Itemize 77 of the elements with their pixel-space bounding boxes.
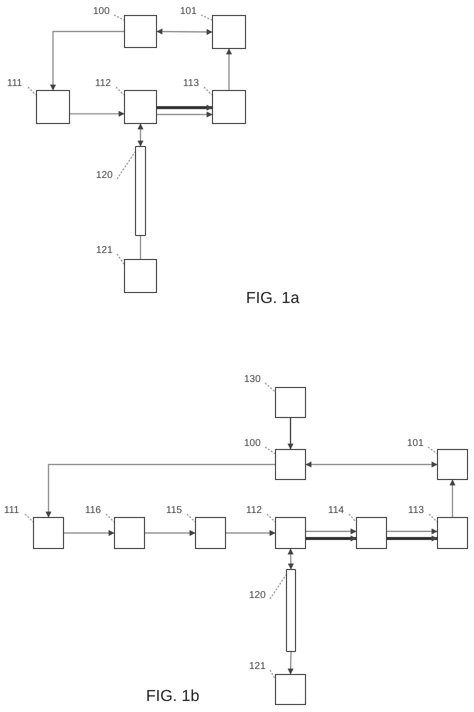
reference-number: 130 xyxy=(244,374,264,386)
reference-number: 113 xyxy=(408,505,428,517)
arrow xyxy=(50,30,124,91)
leader-line xyxy=(428,446,438,454)
reference-number: 120 xyxy=(249,590,269,602)
leader-line xyxy=(266,514,276,522)
figure-label: FIG. 1a xyxy=(246,290,300,308)
reference-number: 100 xyxy=(93,6,113,18)
reference-number: 100 xyxy=(244,438,264,450)
leader-line xyxy=(200,14,212,21)
leader-line xyxy=(186,514,196,522)
block-box xyxy=(33,517,64,549)
block-box xyxy=(124,90,157,124)
arrow xyxy=(387,535,438,542)
arrow xyxy=(157,111,213,118)
arrow xyxy=(145,530,196,536)
arrow xyxy=(70,110,125,117)
leader-line xyxy=(270,574,286,600)
block-box xyxy=(195,517,226,549)
reference-number: 111 xyxy=(7,78,27,90)
reference-number: 113 xyxy=(183,78,203,90)
leader-line xyxy=(264,446,276,454)
reference-number: 112 xyxy=(246,505,266,517)
arrow xyxy=(305,462,438,468)
arrow xyxy=(226,530,276,536)
arrow xyxy=(226,48,232,90)
reference-number: 101 xyxy=(407,438,427,450)
leader-line xyxy=(428,514,438,522)
arrow xyxy=(450,479,456,517)
leader-line xyxy=(28,86,36,96)
reference-number: 121 xyxy=(249,661,269,673)
leader-line xyxy=(348,514,356,522)
bar-element xyxy=(135,146,146,236)
arrow xyxy=(138,123,144,147)
leader-line xyxy=(116,254,124,264)
arrow xyxy=(156,28,213,35)
leader-line xyxy=(106,514,114,522)
reference-number: 115 xyxy=(166,505,186,517)
arrow xyxy=(64,530,115,536)
reference-number: 121 xyxy=(96,245,116,257)
arrow xyxy=(387,528,438,534)
leader-line xyxy=(24,514,34,522)
block-box xyxy=(437,517,468,549)
block-box xyxy=(36,90,70,124)
block-box xyxy=(124,259,157,293)
arrow xyxy=(288,652,294,675)
bar-element xyxy=(286,569,296,652)
reference-number: 112 xyxy=(95,78,115,90)
block-box xyxy=(114,517,145,549)
block-box xyxy=(275,387,306,418)
block-box xyxy=(275,517,306,549)
reference-number: 116 xyxy=(85,505,105,517)
leader-line xyxy=(116,86,124,96)
leader-line xyxy=(114,14,124,20)
arrow xyxy=(306,535,357,542)
connector-line xyxy=(140,236,142,259)
leader-line xyxy=(269,670,276,679)
arrow xyxy=(306,528,357,534)
reference-number: 101 xyxy=(180,6,200,18)
block-box xyxy=(212,15,246,49)
figure-label: FIG. 1b xyxy=(146,688,200,706)
block-box xyxy=(356,517,387,549)
arrow xyxy=(288,548,294,570)
leader-line xyxy=(116,152,136,180)
leader-line xyxy=(264,382,276,392)
arrow xyxy=(157,104,213,111)
block-box xyxy=(275,449,306,480)
reference-number: 120 xyxy=(96,170,116,182)
arrow xyxy=(46,464,275,518)
block-box xyxy=(124,15,157,48)
block-box xyxy=(275,674,306,705)
leader-line xyxy=(204,86,212,96)
block-box xyxy=(212,90,246,124)
arrow xyxy=(288,418,294,450)
reference-number: 114 xyxy=(328,505,348,517)
reference-number: 111 xyxy=(4,505,24,517)
block-box xyxy=(437,449,468,480)
